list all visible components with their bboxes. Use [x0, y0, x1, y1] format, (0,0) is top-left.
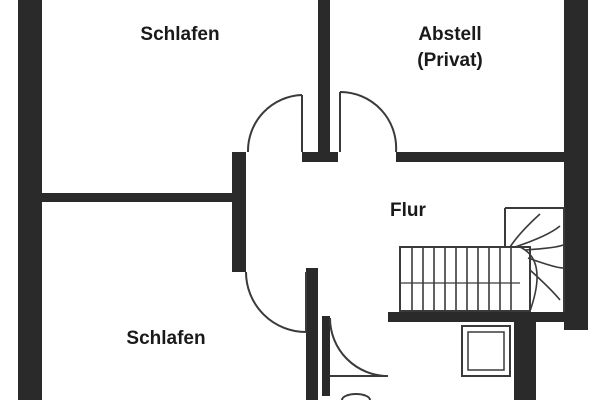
room-label-schlafen-bottom: Schlafen	[126, 328, 206, 349]
bath-fixture	[461, 325, 511, 377]
door-swing-bottom-bedroom	[245, 271, 307, 334]
room-label-flur: Flur	[390, 200, 426, 221]
outer-wall-right	[564, 0, 588, 330]
outer-wall-left	[18, 0, 42, 400]
wall-hall-left-upper	[232, 152, 246, 272]
room-label-abstell: Abstell (Privat)	[417, 24, 483, 71]
wall-bedroom-storage	[318, 0, 330, 158]
wall-bath-left	[306, 268, 318, 400]
wall-door-stub	[302, 152, 338, 162]
wall-storage-bottom	[396, 152, 564, 162]
wall-under-stairs	[388, 312, 588, 322]
door-swing-storage	[339, 90, 398, 153]
toilet	[341, 393, 371, 400]
wall-bath-top-stub	[322, 316, 330, 396]
room-label-schlafen-top: Schlafen	[140, 24, 220, 45]
wall-bedrooms	[42, 193, 234, 202]
door-swing-bathroom	[329, 317, 389, 377]
staircase	[399, 207, 565, 312]
door-swing-top-bedroom	[246, 94, 303, 153]
wall-bath-right	[514, 316, 536, 400]
